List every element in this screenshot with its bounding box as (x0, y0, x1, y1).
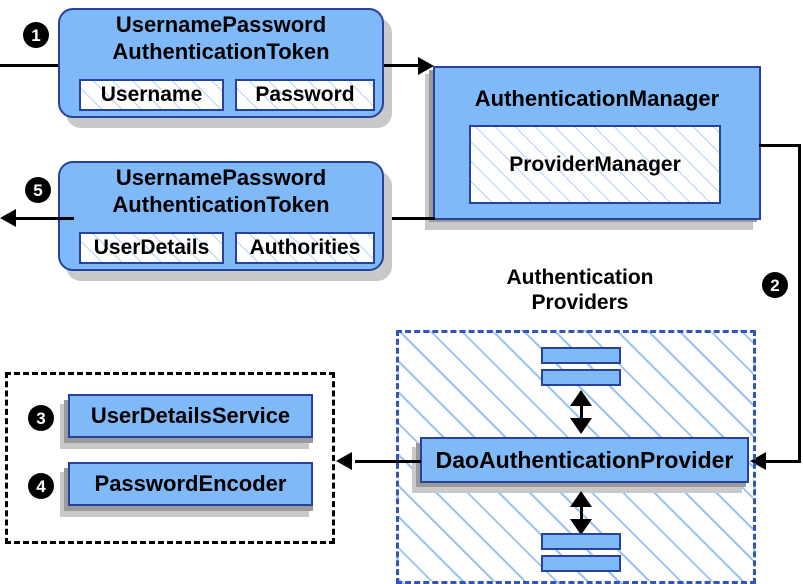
dao-authentication-provider-box: DaoAuthenticationProvider (420, 437, 749, 483)
provider-placeholder-bar-3 (541, 533, 621, 550)
provider-placeholder-bar-1 (541, 347, 621, 364)
response-output-line (16, 217, 74, 220)
provider-manager-box: ProviderManager (469, 125, 721, 204)
provider-to-support-line (355, 460, 421, 463)
userdetails-service-box: UserDetailsService (68, 394, 313, 438)
step-badge-3: 3 (28, 405, 54, 431)
manager-to-response-line (384, 217, 435, 220)
provider-link-bottom-arrow-up (570, 491, 592, 507)
request-token-title-line1: UsernamePassword (115, 12, 327, 37)
manager-to-provider-line-bottom (766, 460, 801, 463)
providers-group-title-line1: Authentication (506, 266, 654, 289)
step-badge-1: 1 (23, 22, 49, 48)
response-token-title-line2: AuthenticationToken (112, 192, 330, 217)
manager-to-provider-line-top (759, 144, 801, 147)
step-badge-5: 5 (25, 177, 51, 203)
authentication-manager-label: AuthenticationManager (474, 86, 720, 111)
provider-link-top-arrow-up (570, 390, 592, 406)
step-badge-2: 2 (762, 272, 788, 298)
provider-placeholder-bar-2 (541, 369, 621, 386)
provider-link-top-arrow-down (570, 418, 592, 434)
manager-to-provider-line-vertical (798, 144, 801, 462)
step-badge-4: 4 (28, 473, 54, 499)
request-token-title-line2: AuthenticationToken (112, 39, 330, 64)
providers-group-title-line2: Providers (531, 291, 629, 314)
request-to-manager-line (384, 64, 420, 67)
provider-link-top-line (580, 394, 583, 428)
response-output-arrowhead (0, 209, 16, 227)
provider-placeholder-bar-4 (541, 555, 621, 572)
password-encoder-box: PasswordEncoder (68, 462, 313, 506)
response-token-field-userdetails: UserDetails (79, 232, 224, 264)
request-token-field-password: Password (235, 79, 375, 111)
provider-link-bottom-line (580, 495, 583, 529)
provider-link-bottom-arrow-down (570, 519, 592, 535)
request-token-field-username: Username (79, 79, 224, 111)
response-token-field-authorities: Authorities (235, 232, 375, 264)
response-token-title-line1: UsernamePassword (115, 165, 327, 190)
provider-to-support-arrowhead (336, 452, 352, 470)
incoming-request-line (0, 64, 72, 67)
